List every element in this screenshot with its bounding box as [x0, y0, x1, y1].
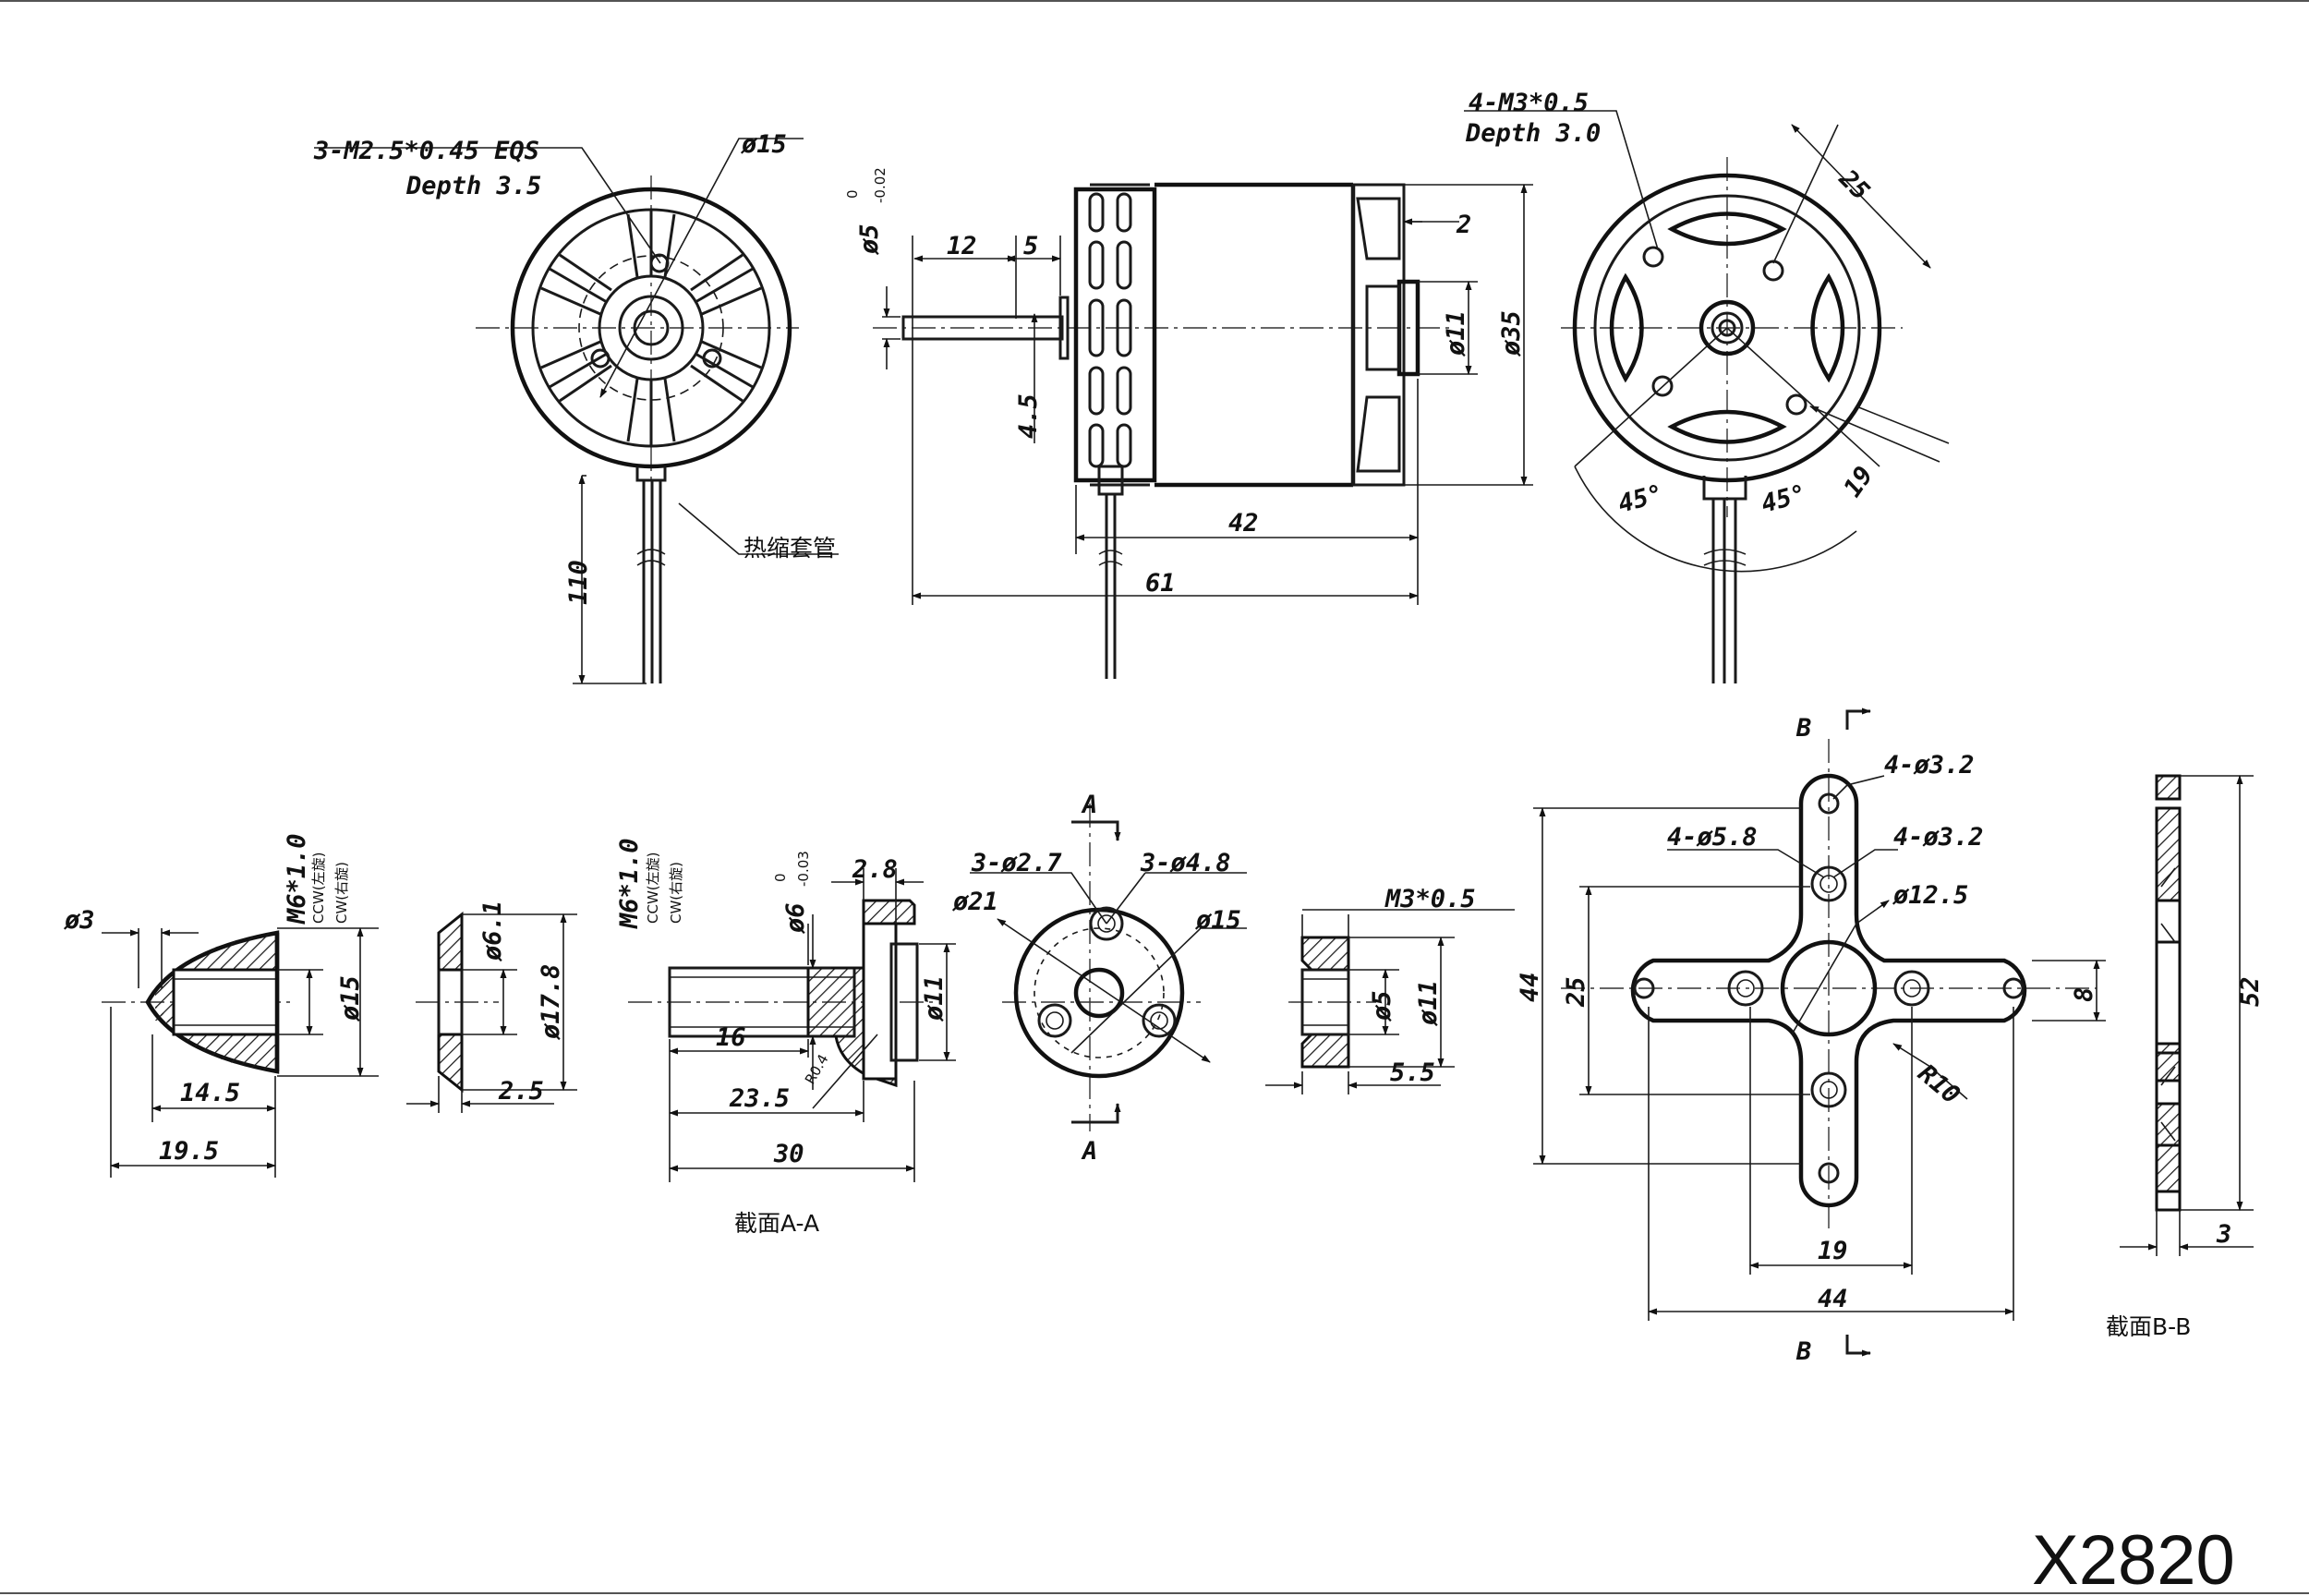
- prop-adapter: [628, 868, 956, 1182]
- holes-top: 4-ø3.2: [1884, 751, 1975, 780]
- rear-dim-25: 25: [1832, 163, 1875, 206]
- mount-hole-icon: [1762, 260, 1784, 282]
- section-mark-a-top: A: [1081, 791, 1097, 819]
- spinner-thread: M6*1.0: [283, 833, 311, 925]
- section-b-label: 截面B-B: [2106, 1313, 2191, 1340]
- mount-hole-icon: [1810, 1071, 1847, 1108]
- spinner-ccw: CCW(左旋): [310, 852, 327, 924]
- mount-44-h: 44: [1818, 1285, 1848, 1313]
- adapter-2-8: 2.8: [852, 855, 898, 884]
- spinner-dia-15: ø15: [336, 975, 365, 1022]
- sleeve-label: 热缩套管: [743, 535, 836, 562]
- mount-hole-icon: [1810, 865, 1847, 902]
- shaft-tol-upper: 0: [844, 189, 861, 199]
- mount-hole-icon: [702, 348, 722, 369]
- nut: [1265, 909, 1515, 1094]
- dim-4-5: 4.5: [1014, 393, 1043, 439]
- section-mark-b-bottom: B: [1795, 1337, 1811, 1366]
- mount-hole-icon: [1651, 375, 1674, 397]
- washer-17-8: ø17.8: [537, 964, 565, 1041]
- adapter-23-5: 23.5: [729, 1084, 790, 1113]
- mount-hole-icon: [1818, 792, 1840, 815]
- adapter-face: [970, 804, 1247, 1131]
- adapter-tol-upper: 0: [772, 873, 789, 882]
- shaft-len: 12: [947, 232, 977, 260]
- spinner-19-5: 19.5: [159, 1137, 219, 1166]
- mount-hole-icon: [1893, 970, 1930, 1007]
- angle-left: 45°: [1615, 479, 1666, 519]
- section-mark-a-bottom: A: [1081, 1137, 1097, 1166]
- front-thread-note: 3-M2.5*0.45 EQS: [313, 137, 539, 165]
- washer: [406, 911, 577, 1113]
- model-title: X2820: [2032, 1521, 2235, 1596]
- mount-dia-12-5: ø12.5: [1892, 881, 1968, 910]
- adapter-tol-lower: -0.03: [795, 851, 812, 887]
- nut-thread: M3*0.5: [1384, 885, 1476, 913]
- spinner: [102, 927, 379, 1178]
- holes-large: 3-ø4.8: [1140, 849, 1231, 877]
- mount-hole-icon: [1642, 246, 1664, 268]
- spinner-tip: ø3: [63, 906, 95, 935]
- spinner-14-5: 14.5: [180, 1079, 240, 1107]
- adapter-r0-4: R0.4: [802, 1051, 832, 1087]
- face-dia-15: ø15: [1194, 906, 1241, 935]
- side-view: [873, 182, 1533, 679]
- nut-dia-5: ø5: [1368, 990, 1396, 1022]
- holes-small: 3-ø2.7: [971, 849, 1062, 877]
- mount-hole-icon: [1633, 977, 1655, 999]
- section-mark-b-top: B: [1795, 714, 1811, 743]
- rear-thread-depth: Depth 3.0: [1465, 119, 1601, 148]
- mount-hole-icon: [1727, 970, 1764, 1007]
- adapter-dia-6: ø6: [781, 902, 810, 935]
- mount-hole-icon: [590, 348, 610, 369]
- rear-view: [1464, 110, 1950, 683]
- section-3: 3: [2216, 1220, 2231, 1249]
- spinner-cw: CW(右旋): [333, 862, 350, 924]
- shaft-dia: ø5: [855, 224, 884, 256]
- face-dia-21: ø21: [951, 888, 998, 916]
- mount-hole-icon: [2002, 977, 2025, 999]
- section-a-label: 截面A-A: [734, 1210, 819, 1237]
- mount-25: 25: [1562, 976, 1590, 1008]
- adapter-thread: M6*1.0: [615, 838, 644, 929]
- mount-hole-icon: [649, 253, 670, 273]
- mount-44-v: 44: [1516, 972, 1544, 1002]
- adapter-16: 16: [716, 1023, 746, 1052]
- dia-11: ø11: [1442, 310, 1470, 357]
- adapter-ccw: CCW(左旋): [645, 852, 661, 924]
- adapter-dia-11: ø11: [920, 975, 949, 1022]
- holes-5-8: 4-ø5.8: [1667, 823, 1758, 852]
- body-len: 42: [1228, 509, 1259, 538]
- dim-5: 5: [1023, 232, 1038, 260]
- rear-thread-note: 4-M3*0.5: [1469, 89, 1589, 117]
- mount-hole-icon: [1037, 1003, 1072, 1038]
- lead-length: 110: [564, 560, 593, 605]
- dim-2: 2: [1456, 211, 1471, 239]
- angle-right: 45°: [1759, 479, 1809, 519]
- adapter-cw: CW(右旋): [668, 862, 684, 924]
- washer-2-5: 2.5: [498, 1077, 544, 1106]
- rear-dim-19: 19: [1838, 462, 1879, 502]
- front-bolt-circle: ø15: [740, 130, 787, 159]
- section-52: 52: [2236, 976, 2265, 1007]
- mount-section: [2120, 774, 2254, 1256]
- holes-right: 4-ø3.2: [1893, 823, 1984, 852]
- front-view: [314, 138, 839, 684]
- nut-dia-11: ø11: [1414, 980, 1443, 1027]
- front-thread-depth: Depth 3.5: [405, 172, 541, 200]
- mount-8: 8: [2070, 987, 2098, 1002]
- shaft-tol-lower: -0.02: [872, 167, 889, 203]
- total-len: 61: [1145, 569, 1176, 598]
- mount-19: 19: [1818, 1237, 1848, 1265]
- washer-6-1: ø6.1: [478, 901, 507, 962]
- nut-5-5: 5.5: [1390, 1058, 1435, 1087]
- adapter-30: 30: [773, 1140, 804, 1168]
- mount-r10: R10: [1913, 1059, 1965, 1110]
- cross-mount: [1533, 707, 2106, 1357]
- mount-hole-icon: [1785, 393, 1807, 416]
- mount-hole-icon: [1818, 1162, 1840, 1184]
- dia-35: ø35: [1497, 310, 1526, 357]
